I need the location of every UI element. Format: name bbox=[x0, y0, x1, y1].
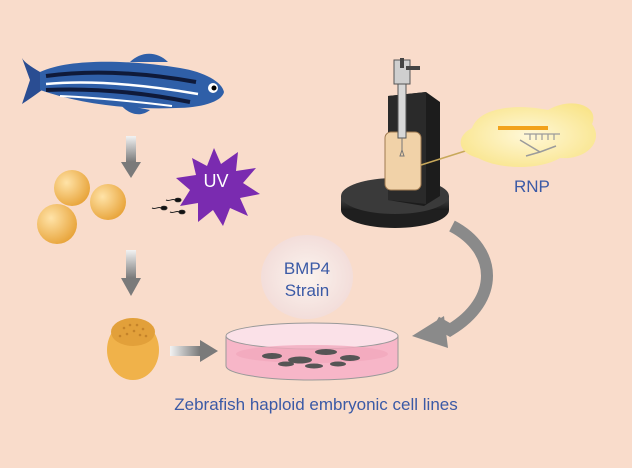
zebrafish-icon bbox=[22, 53, 224, 115]
arrow-fish-to-eggs bbox=[121, 136, 141, 178]
arrow-injector-to-dish bbox=[412, 220, 493, 348]
sperm-icon bbox=[151, 197, 186, 215]
eggs-icon bbox=[37, 170, 126, 244]
rnp-label: RNP bbox=[514, 177, 550, 196]
uv-label: UV bbox=[203, 171, 229, 191]
diagram-caption: Zebrafish haploid embryonic cell lines bbox=[174, 395, 458, 414]
petri-dish-icon bbox=[225, 322, 399, 381]
rnp-complex-icon bbox=[460, 103, 597, 167]
bmp4-strain-bubble bbox=[261, 235, 353, 319]
bmp4-label-line1: BMP4 bbox=[283, 259, 331, 278]
bmp4-strain-label: BMP4 Strain bbox=[266, 258, 348, 302]
arrow-eggs-to-embryo bbox=[121, 250, 141, 296]
embryo-icon bbox=[107, 318, 159, 380]
arrow-embryo-to-dish bbox=[170, 340, 218, 362]
uv-burst-icon bbox=[176, 148, 260, 226]
bmp4-label-line2: Strain bbox=[284, 281, 330, 300]
microinjector-icon bbox=[341, 58, 501, 228]
